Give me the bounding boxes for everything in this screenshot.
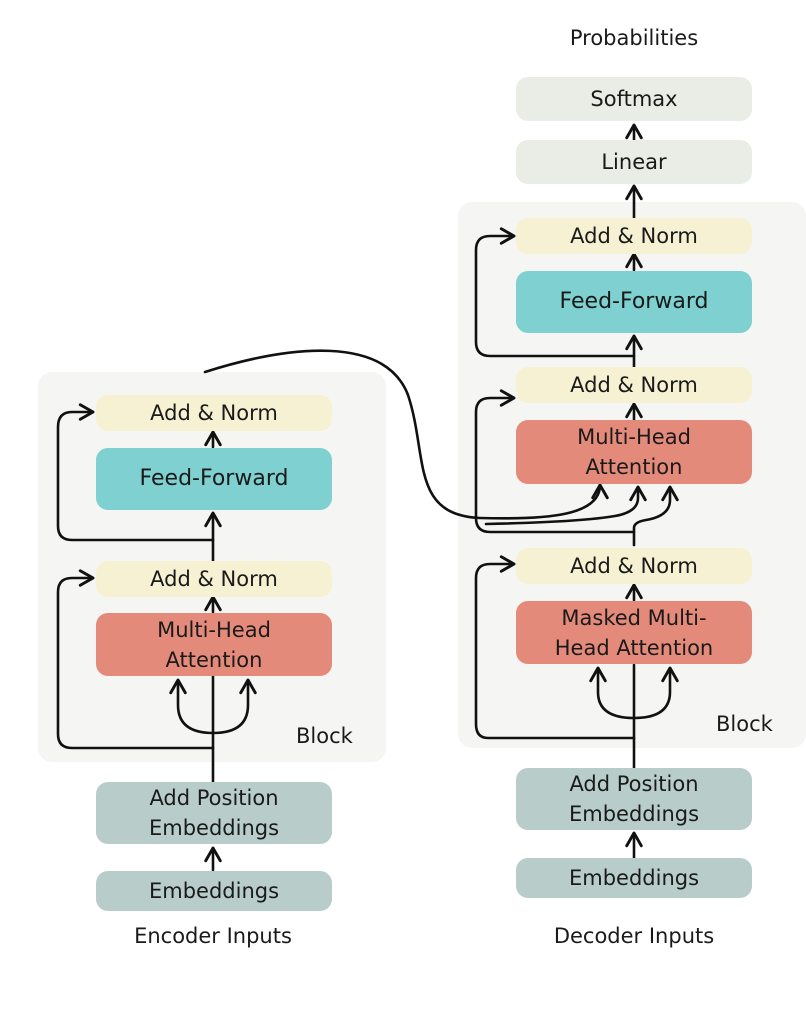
encoder-feed-forward: Feed-Forward <box>96 448 332 510</box>
decoder-embeddings: Embeddings <box>516 858 752 898</box>
decoder-feed-forward: Feed-Forward <box>516 271 752 333</box>
decoder-multi-head-attention: Multi-Head Attention <box>516 420 752 484</box>
encoder-embeddings: Embeddings <box>96 871 332 911</box>
decoder-norm-to-cross <box>632 485 679 547</box>
linear-box: Linear <box>516 140 752 184</box>
decoder-inputs-label: Decoder Inputs <box>553 924 715 948</box>
encoder-add-norm-bottom: Add & Norm <box>96 561 332 597</box>
decoder-add-norm-bottom: Add & Norm <box>516 548 752 584</box>
decoder-masked-branch-left <box>589 666 636 720</box>
encoder-attn-branch-left <box>169 678 215 735</box>
encoder-residual-1 <box>56 569 215 750</box>
decoder-add-norm-top: Add & Norm <box>516 218 752 254</box>
probabilities-label: Probabilities <box>569 26 699 50</box>
encoder-residual-2 <box>56 403 215 542</box>
decoder-residual-1 <box>474 555 636 740</box>
encoder-inputs-label: Encoder Inputs <box>134 924 292 948</box>
decoder-masked-branch-right <box>632 666 679 720</box>
decoder-block-label: Block <box>716 712 773 736</box>
decoder-residual-2 <box>474 389 636 534</box>
softmax-box: Softmax <box>516 77 752 121</box>
encoder-multi-head-attention: Multi-Head Attention <box>96 613 332 676</box>
decoder-encoder-memory <box>484 485 647 526</box>
encoder-to-decoder-arrow <box>203 349 609 520</box>
encoder-block-label: Block <box>296 724 353 748</box>
decoder-add-position-embeddings: Add Position Embeddings <box>516 768 752 830</box>
decoder-masked-multi-head-attention: Masked Multi- Head Attention <box>516 601 752 664</box>
encoder-attn-branch-right <box>211 678 257 735</box>
decoder-add-norm-middle: Add & Norm <box>516 367 752 403</box>
encoder-add-norm-top: Add & Norm <box>96 395 332 431</box>
decoder-residual-3 <box>474 227 636 358</box>
encoder-add-position-embeddings: Add Position Embeddings <box>96 782 332 844</box>
